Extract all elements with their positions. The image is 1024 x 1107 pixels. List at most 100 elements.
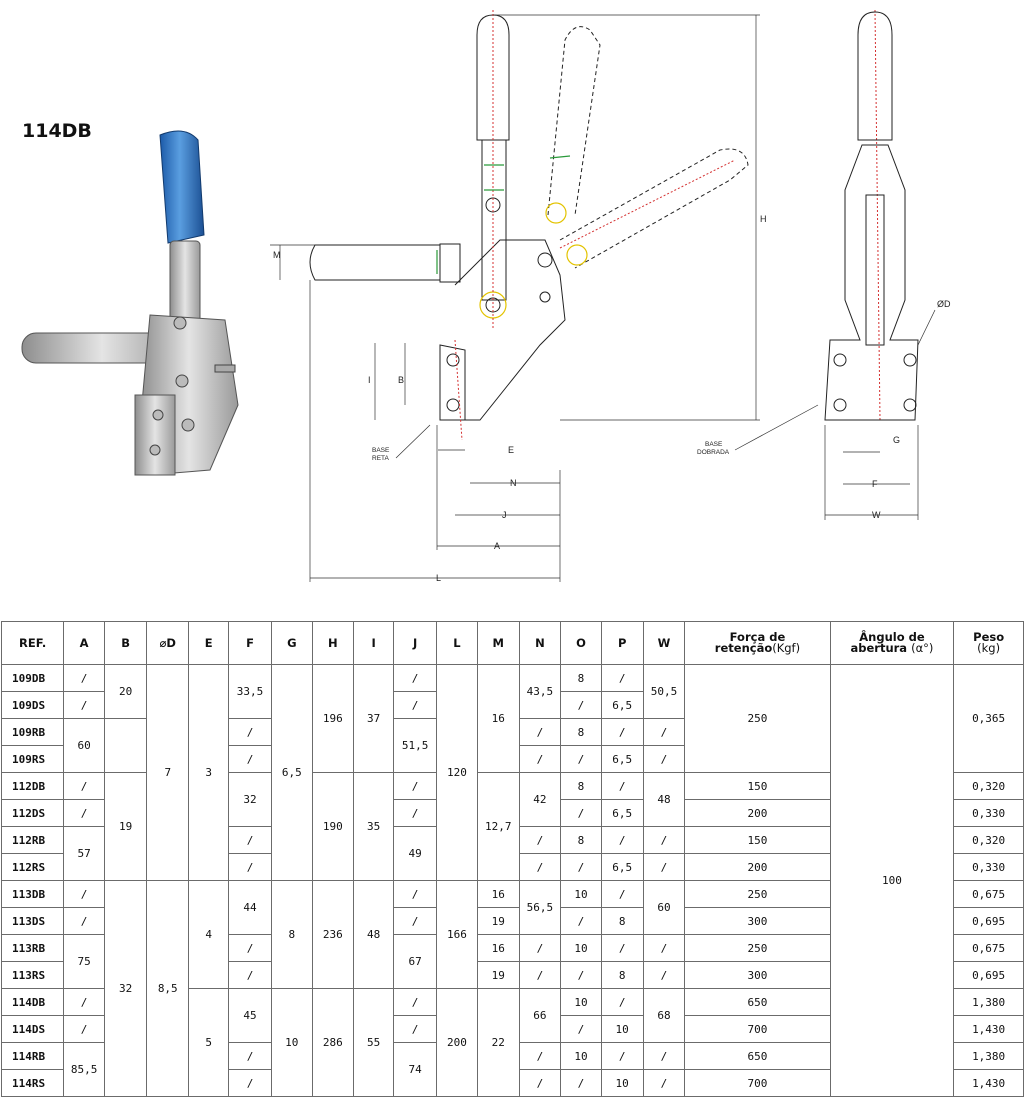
label-b: B [398,375,404,385]
cell-d: 7 [146,664,190,881]
cell-angulo: 100 [829,664,955,1097]
cell-a: 57 [63,826,105,881]
cell-p: / [600,1042,644,1070]
cell-m: 16 [476,664,520,773]
cell-i: 37 [352,664,395,773]
table-row: 112DS / / / 6,5 200 0,330 [0,799,1024,827]
cell-o: 10 [560,1042,602,1070]
cell-m: 16 [476,934,520,962]
cell-forca: 650 [684,988,831,1016]
cell-forca: 250 [684,664,831,773]
cell-a: 85,5 [63,1042,105,1097]
cell-w: / [642,961,686,989]
label-f: F [872,479,878,489]
cell-w: 48 [642,772,686,827]
label-base-dobrada-2: DOBRADA [697,449,730,456]
cell-f: / [228,826,272,854]
cell-peso: 0,365 [953,664,1024,773]
cell-g: 10 [270,988,313,1097]
cell-w: / [642,718,686,746]
table-row: 109RS / / / 6,5 / [0,745,1024,773]
cell-f: / [228,745,272,773]
cell-p: 6,5 [600,691,644,719]
cell-j: 51,5 [393,718,437,773]
header-h: H [311,621,354,665]
cell-p: 10 [600,1015,644,1043]
cell-peso: 0,320 [953,772,1024,800]
cell-peso: 0,675 [953,934,1024,962]
header-w: W [642,621,686,665]
table-row: 112DB / 19 32 190 35 / 12,7 42 8 / 48 15… [0,772,1024,881]
cell-w: 60 [642,880,686,935]
cell-j: / [393,664,437,692]
cell-peso: 0,330 [953,799,1024,827]
cell-f: / [228,853,272,881]
cell-m: 12,7 [476,772,520,881]
cell-peso: 0,675 [953,880,1024,908]
cell-peso: 1,380 [953,1042,1024,1070]
ref-cell: 113RS [0,961,65,989]
cell-forca: 650 [684,1042,831,1070]
cell-a: / [63,664,105,692]
cell-n: / [518,1042,562,1070]
cell-n: / [518,826,562,854]
cell-i: 35 [352,772,395,881]
label-g: G [893,435,900,445]
table-row: 113RB 75 / 67 16 / 10 / / 250 0,675 [0,934,1024,989]
cell-w: / [642,1042,686,1070]
cell-forca: 150 [684,772,831,800]
model-title: 114DB [22,120,92,142]
table-row: 113RS / 19 / / 8 / 300 0,695 [0,961,1024,989]
cell-w: 50,5 [642,664,686,719]
header-o: O [560,621,602,665]
cell-n: / [518,934,562,962]
cell-w: / [642,1069,686,1097]
label-base-reta-1: BASE [372,447,390,454]
cell-e: 4 [188,880,230,989]
cell-j: 74 [393,1042,437,1097]
cell-j: 67 [393,934,437,989]
cell-p: 8 [600,907,644,935]
header-row: REF. A B ⌀D E F G H I J L M N O P W Forç… [0,621,1024,665]
cell-o: 8 [560,826,602,854]
header-peso: Peso(kg) [953,621,1024,665]
cell-peso: 1,430 [953,1069,1024,1097]
cell-m: 22 [476,988,520,1097]
header-peso-line1: Peso [973,630,1005,644]
cell-f: 44 [228,880,272,935]
cell-n: / [518,718,562,746]
cell-p: / [600,772,644,800]
cell-b: 32 [103,880,148,1097]
cell-m: 19 [476,961,520,989]
header-e: E [188,621,230,665]
cell-forca: 300 [684,907,831,935]
cell-peso: 0,320 [953,826,1024,854]
cell-p: / [600,664,644,692]
cell-h: 286 [311,988,354,1097]
cell-f: 32 [228,772,272,827]
label-j: J [502,510,507,520]
cell-m: 19 [476,907,520,935]
cell-forca: 250 [684,934,831,962]
table-row: 109RB 60 / 51,5 / 8 / / [0,718,1024,773]
ref-cell: 114RB [0,1042,65,1070]
ref-cell: 114RS [0,1069,65,1097]
table-row: 114DB / 5 45 10 286 55 / 200 22 66 10 / … [0,988,1024,1097]
header-p: P [600,621,644,665]
cell-peso: 0,330 [953,853,1024,881]
table-row: 114RB 85,5 / 74 / 10 / / 650 1,380 [0,1042,1024,1097]
ref-cell: 113DS [0,907,65,935]
cell-o: / [560,853,602,881]
technical-drawings: M I B E N J A L H ØD G F W BASE RETA BAS… [270,9,951,583]
table-row: 114RS / / / 10 / 700 1,430 [0,1069,1024,1097]
ref-cell: 112DS [0,799,65,827]
label-d: ØD [937,299,951,309]
cell-p: / [600,880,644,908]
cell-o: / [560,799,602,827]
ref-cell: 109DB [0,664,65,692]
label-base-reta-2: RETA [372,455,390,462]
cell-f: / [228,1069,272,1097]
ref-cell: 109RS [0,745,65,773]
cell-f: / [228,961,272,989]
cell-peso: 1,380 [953,988,1024,1016]
